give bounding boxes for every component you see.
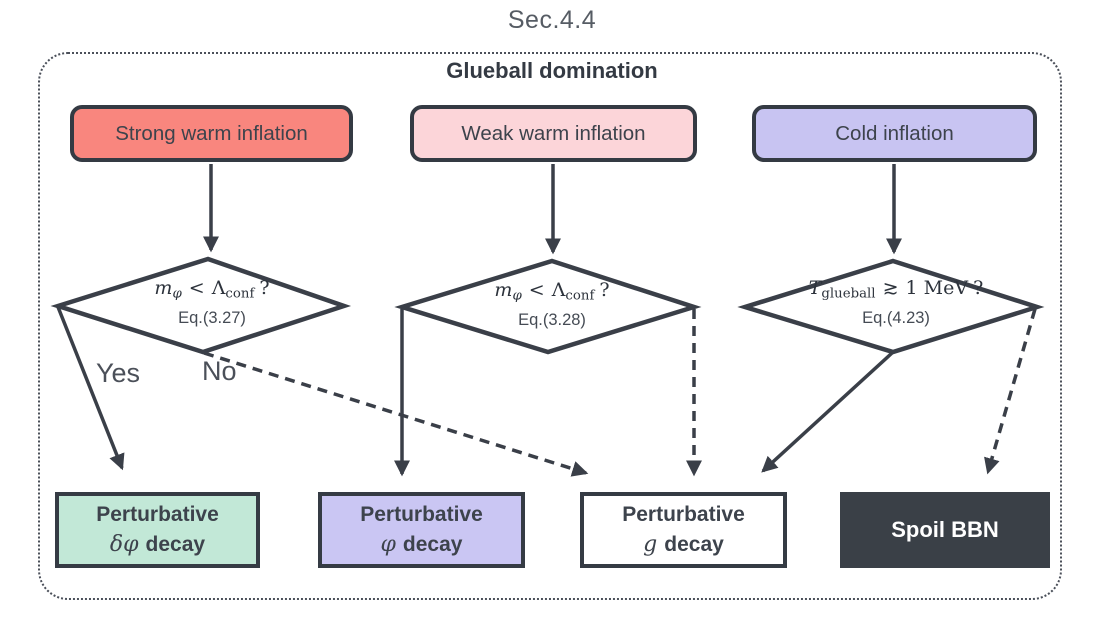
decision2-diamond [394,258,702,355]
outcome4-label: Spoil BBN [891,517,999,542]
inflation-box-cold-label: Cold inflation [835,121,954,145]
decision3-text: Tglueball≳1 MeV? Eq.(4.23) [746,277,1046,329]
section-label: Sec.4.4 [507,6,597,34]
decision3-condition: Tglueball≳1 MeV? [808,277,984,302]
inflation-box-weak-warm: Weak warm inflation [410,105,697,162]
decision3-diamond [737,258,1045,355]
decision1-text: mφ<Λconf? Eq.(3.27) [62,277,362,329]
decision2-eq-ref: Eq.(3.28) [518,311,586,330]
decision3-eq-ref: Eq.(4.23) [862,309,930,328]
arrow-decision1-yes [56,306,125,471]
arrow-decision3-yes [761,351,894,473]
panel-title: Glueball domination [446,58,658,83]
no-edge-label: No [202,356,237,386]
arrow-decision1-no-dashed [203,351,589,477]
decision2-text: mφ<Λconf? Eq.(3.28) [402,279,702,331]
outcome2-line1: Perturbative [360,503,483,526]
decision1-eq-ref: Eq.(3.27) [178,309,246,328]
decision1-condition: mφ<Λconf? [154,277,270,302]
inflation-box-cold: Cold inflation [752,105,1037,162]
glueball-domination-panel [38,52,1062,600]
arrow-decision3-no-dashed [984,308,1037,475]
outcome3-line1: Perturbative [622,503,745,526]
yes-edge-label: Yes [96,358,141,388]
outcome1-line1: Perturbative [96,503,219,526]
inflation-box-strong-warm-label: Strong warm inflation [115,121,308,145]
inflation-box-weak-warm-label: Weak warm inflation [461,121,646,145]
decision1-diamond [50,256,352,355]
inflation-box-strong-warm: Strong warm inflation [70,105,353,162]
outcome-box-spoil-bbn: Spoil BBN [840,492,1050,568]
decision2-condition: mφ<Λconf? [494,279,610,304]
